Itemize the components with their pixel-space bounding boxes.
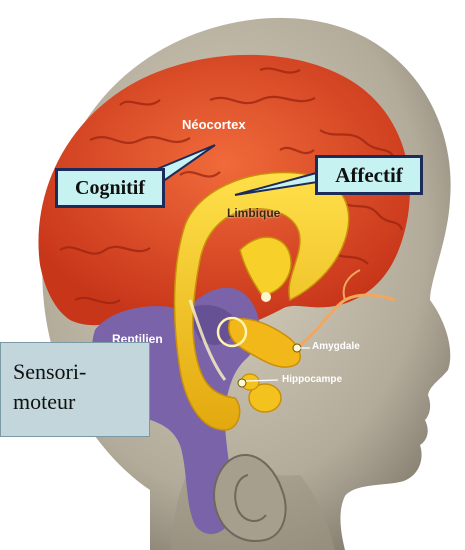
label-hippocampe: Hippocampe <box>282 374 342 385</box>
label-neocortex: Néocortex <box>182 117 246 132</box>
sensori-line-2: moteur <box>13 387 149 417</box>
amygdale-dot <box>293 344 301 352</box>
label-limbique: Limbique <box>227 206 280 220</box>
sensori-line-1: Sensori- <box>13 357 149 387</box>
label-amygdale: Amygdale <box>312 341 360 352</box>
hippocampe-dot <box>238 379 246 387</box>
callout-sensori-moteur: Sensori- moteur <box>0 342 150 437</box>
callout-cognitif: Cognitif <box>55 168 165 208</box>
callout-affectif: Affectif <box>315 155 423 195</box>
